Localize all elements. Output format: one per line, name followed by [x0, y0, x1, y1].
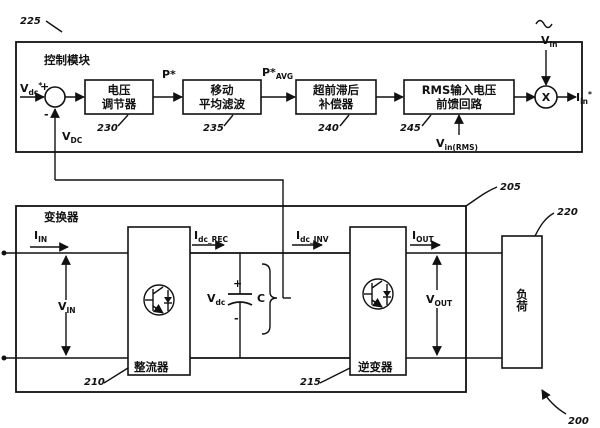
inverter-igbt-icon	[362, 278, 394, 310]
vdc-feedback-line-route	[55, 179, 284, 298]
voltage-regulator-line2: 调节器	[102, 97, 137, 111]
lead-lag-line1: 超前滞后	[312, 83, 359, 97]
vin-label: VIN	[58, 300, 76, 315]
ref-245: 245	[400, 123, 421, 134]
leader-245	[421, 114, 432, 127]
vin-rms-label: Vin(RMS)	[436, 137, 478, 152]
rectifier-block	[127, 226, 191, 376]
inverter-label: 逆变器	[358, 360, 393, 374]
rectifier-label: 整流器	[133, 360, 169, 374]
cap-plus-sign: +	[233, 277, 242, 290]
rectifier-igbt-icon	[143, 284, 175, 316]
cap-minus-sign: -	[234, 312, 239, 325]
converter-frame	[15, 205, 467, 393]
sine-wave-icon	[535, 19, 553, 29]
sum-plus-sign: +	[40, 80, 49, 93]
control-module-title: 控制模块	[44, 53, 90, 67]
ref-230: 230	[97, 123, 118, 134]
leader-210	[103, 367, 129, 384]
leader-235	[223, 114, 234, 127]
vdc-feedback-label: VDC	[62, 130, 83, 145]
cap-c-label: C	[257, 292, 265, 305]
p-star-label: P*	[162, 68, 176, 81]
leader-200	[541, 389, 567, 415]
leader-215	[319, 367, 351, 384]
leader-230	[117, 114, 129, 127]
inverter-block	[349, 226, 407, 376]
leader-205	[465, 186, 498, 207]
load-label: 负荷	[515, 288, 529, 313]
vin-ac-label: Vin	[541, 34, 557, 49]
rms-feedforward-line1: RMS输入电压	[422, 83, 497, 97]
leader-220	[534, 212, 555, 237]
vout-label: VOUT	[426, 293, 453, 308]
iin-star-label: Iin*	[576, 90, 592, 106]
control-module-frame	[15, 41, 583, 153]
converter-title: 变换器	[44, 210, 79, 224]
vdc-label: Vdc	[207, 292, 225, 307]
ref-215: 215	[300, 377, 321, 388]
dc-link-capacitor	[227, 253, 253, 358]
leader-240	[339, 114, 350, 127]
p-avg-label: P*AVG	[262, 66, 293, 81]
leader-225	[45, 20, 63, 33]
vdc-setpoint-label: Vdc*	[20, 81, 42, 97]
voltage-regulator-line1: 电压	[108, 83, 131, 97]
moving-average-line1: 移动	[211, 83, 234, 97]
ref-200: 200	[568, 416, 589, 427]
ref-225: 225	[20, 16, 41, 27]
load-block	[501, 235, 543, 369]
rms-feedforward-line2: 前馈回路	[436, 97, 482, 111]
input-terminal-top	[1, 250, 7, 256]
sum-minus-sign: -	[44, 108, 49, 121]
moving-average-line2: 平均滤波	[199, 97, 245, 111]
iout-label: IOUT	[412, 229, 435, 244]
cap-voltage-brace	[261, 263, 278, 335]
iin-label: IIN	[34, 229, 47, 244]
multiplier-symbol: X	[542, 91, 551, 104]
ref-235: 235	[203, 123, 224, 134]
ref-210: 210	[84, 377, 105, 388]
input-terminal-bottom	[1, 355, 7, 361]
ref-220: 220	[557, 207, 578, 218]
idc-inv-label: Idc_INV	[296, 229, 329, 244]
ref-205: 205	[500, 182, 521, 193]
rms-feedforward-block	[403, 79, 515, 115]
lead-lag-compensator-block	[295, 79, 377, 115]
lead-lag-line2: 补偿器	[318, 97, 354, 111]
idc-rec-label: Idc_REC	[194, 229, 229, 244]
moving-average-filter-block	[182, 79, 262, 115]
ref-240: 240	[318, 123, 339, 134]
